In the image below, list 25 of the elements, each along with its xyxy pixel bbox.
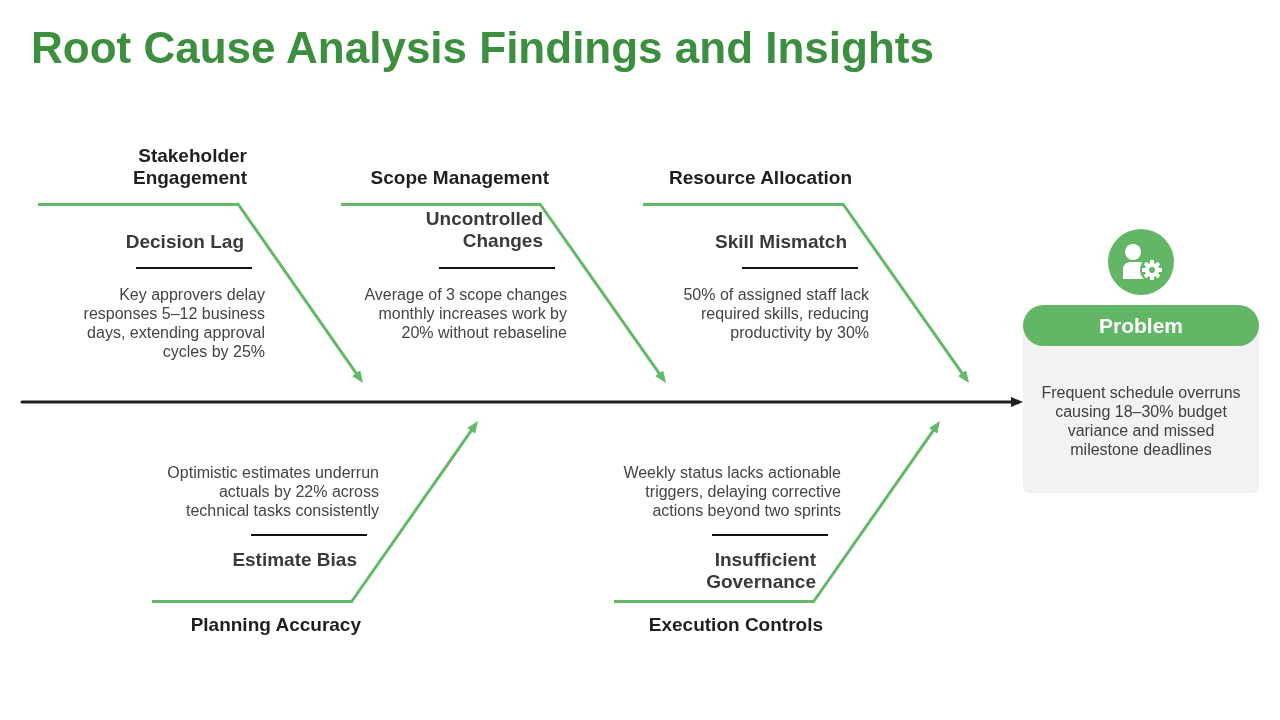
arrow: [812, 421, 940, 603]
arrow: [538, 202, 666, 383]
problem-description: Frequent schedule overruns causing 18–30% budget variance and missed milestone deadlines: [1040, 383, 1242, 459]
arrow: [236, 202, 363, 383]
problem-card: [1023, 305, 1259, 493]
cause-heading: Uncontrolled Changes: [424, 208, 543, 252]
category-heading: Stakeholder Engagement: [38, 144, 247, 206]
category-heading: Resource Allocation: [643, 166, 852, 206]
arrow: [841, 202, 969, 383]
cause-heading: Estimate Bias: [232, 549, 357, 571]
page-title: Root Cause Analysis Findings and Insights: [31, 22, 934, 74]
arrow: [350, 421, 478, 603]
cause-description: 50% of assigned staff lack required skills, reducing productivity by 30%: [682, 285, 869, 342]
cause-description: Key approvers delay responses 5–12 business days, extending approval cycles by 25%: [82, 285, 265, 361]
cause-heading: Decision Lag: [125, 231, 244, 253]
cause-description: Average of 3 scope changes monthly increases work by 20% without rebaseline: [363, 285, 567, 342]
cause-description: Optimistic estimates underrun actuals by 22% across technical tasks consistently: [166, 463, 379, 520]
cause-heading: Skill Mismatch: [715, 231, 847, 253]
cause-description: Weekly status lacks actionable triggers, delaying corrective actions beyond two sprints: [622, 463, 841, 520]
category-heading: Planning Accuracy: [152, 599, 361, 636]
problem-header: Problem: [1023, 305, 1259, 346]
category-heading: Scope Management: [341, 166, 549, 206]
arrow: [20, 397, 1023, 407]
cause-heading: Insufficient Governance: [705, 549, 816, 593]
category-heading: Execution Controls: [614, 599, 823, 636]
